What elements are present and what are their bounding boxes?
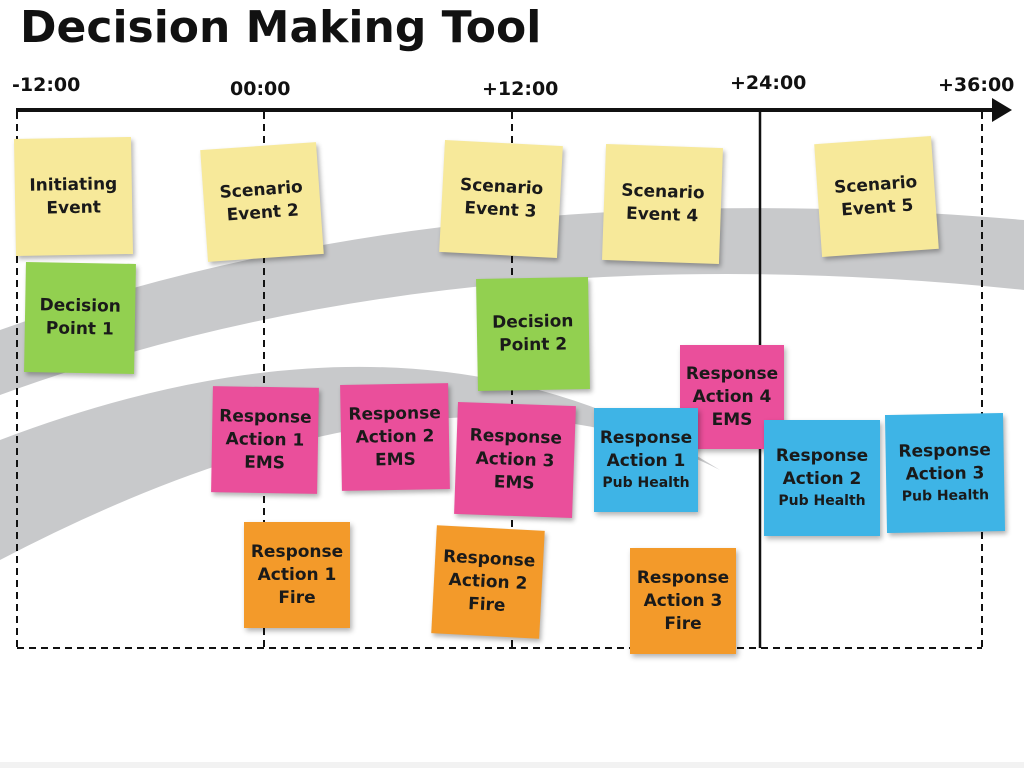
tick-label-0000: 00:00 <box>230 78 291 100</box>
note-line: Response <box>599 428 693 448</box>
note-line: Action 2 <box>355 425 435 448</box>
note-line: Response <box>469 424 563 449</box>
note-line: Pub Health <box>901 487 990 505</box>
note-line: Point 1 <box>45 318 114 340</box>
response-action-3-pub-health-note[interactable]: Response Action 3 Pub Health <box>884 412 1006 534</box>
response-action-2-ems-note[interactable]: Response Action 2 EMS <box>340 383 450 491</box>
note-line: Initiating <box>29 173 118 196</box>
note-line: Action 1 <box>225 428 305 451</box>
note-line: EMS <box>711 409 753 430</box>
note-line: EMS <box>374 449 416 470</box>
page-title: Decision Making Tool <box>20 2 542 53</box>
note-line: Pub Health <box>778 493 866 509</box>
time-axis-arrowhead <box>992 98 1012 122</box>
response-action-1-fire-note[interactable]: Response Action 1 Fire <box>244 522 350 628</box>
note-line: Fire <box>278 587 316 608</box>
note-line: EMS <box>244 452 286 473</box>
initiating-event-note[interactable]: Initiating Event <box>13 136 134 257</box>
note-line: Action 3 <box>475 448 555 471</box>
note-line: Action 3 <box>643 590 723 611</box>
response-action-1-ems-note[interactable]: Response Action 1 EMS <box>211 386 319 494</box>
note-line: Response <box>348 402 441 425</box>
note-line: Event 4 <box>625 203 699 227</box>
response-action-1-pub-health-note[interactable]: Response Action 1 Pub Health <box>594 408 698 512</box>
note-line: Response <box>775 446 869 466</box>
tick-label-minus-1200: -12:00 <box>12 74 81 96</box>
note-line: Decision <box>39 295 122 317</box>
note-line: EMS <box>493 471 535 494</box>
scenario-event-4-note[interactable]: Scenario Event 4 <box>602 143 723 265</box>
scenario-event-3-note[interactable]: Scenario Event 3 <box>439 139 563 259</box>
note-line: Event 5 <box>840 194 914 220</box>
tick-label-plus-1200: +12:00 <box>482 78 559 100</box>
response-action-2-fire-note[interactable]: Response Action 2 Fire <box>431 525 545 639</box>
decision-point-2-note[interactable]: Decision Point 2 <box>476 277 590 391</box>
note-line: Event <box>46 197 102 218</box>
response-action-2-pub-health-note[interactable]: Response Action 2 Pub Health <box>764 420 880 536</box>
note-line: Point 2 <box>499 334 568 356</box>
scenario-event-5-note[interactable]: Scenario Event 5 <box>814 136 939 257</box>
note-line: Fire <box>664 613 702 634</box>
note-line: Event 2 <box>226 200 300 226</box>
note-line: Fire <box>467 593 506 616</box>
note-line: Action 2 <box>448 569 528 594</box>
tick-label-plus-3600: +36:00 <box>938 74 1015 96</box>
note-line: Response <box>898 440 991 462</box>
note-line: Response <box>219 405 312 428</box>
note-line: Action 2 <box>782 469 862 489</box>
note-line: Action 1 <box>606 451 686 471</box>
tick-label-plus-2400: +24:00 <box>730 72 807 94</box>
note-line: Event 3 <box>463 198 537 222</box>
background-arc-upper <box>0 208 1024 395</box>
response-action-3-fire-note[interactable]: Response Action 3 Fire <box>630 548 736 654</box>
note-line: Decision <box>491 311 574 333</box>
note-line: Action 4 <box>692 386 772 407</box>
note-line: Scenario <box>620 180 705 204</box>
decision-point-1-note[interactable]: Decision Point 1 <box>24 262 136 374</box>
note-line: Pub Health <box>602 475 690 491</box>
note-line: Response <box>685 363 779 384</box>
scenario-event-2-note[interactable]: Scenario Event 2 <box>200 142 324 262</box>
note-line: Response <box>636 567 730 588</box>
note-line: Action 3 <box>905 463 985 485</box>
note-line: Action 1 <box>257 564 337 585</box>
note-line: Response <box>250 541 344 562</box>
response-action-3-ems-note[interactable]: Response Action 3 EMS <box>454 401 576 519</box>
footer-strip <box>0 762 1024 768</box>
